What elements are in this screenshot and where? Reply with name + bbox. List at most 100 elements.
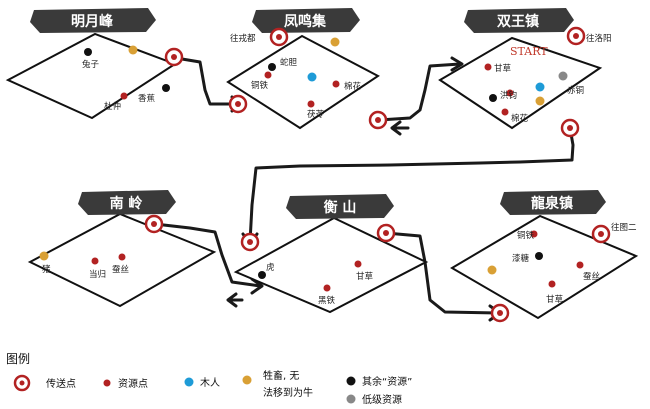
poi-label: 洪钧 (500, 90, 517, 101)
legend-label: 传送点 (46, 377, 76, 390)
poi-label: 黑铁 (318, 295, 336, 306)
route-arrow-3 (248, 126, 575, 244)
poi-label: 虎 (266, 262, 275, 273)
region-diamond (450, 214, 639, 320)
route-arrow-1 (174, 56, 242, 106)
legend-label-line1: 牲畜, 无 (263, 369, 299, 382)
region-diamond (5, 32, 178, 120)
teleport-icon[interactable] (164, 47, 184, 67)
poi-label: 棉花 (511, 113, 529, 124)
region-banner (286, 194, 394, 219)
poi-dot-resource[interactable] (530, 230, 538, 238)
region-longquanzhen[interactable]: 龍泉镇 往图二 铜铁 漆糖 蚕丝 甘草 (450, 190, 639, 323)
poi-label: 蚕丝 (112, 264, 130, 275)
region-name: 双王镇 (497, 13, 539, 30)
poi-label: 猪 (42, 264, 51, 275)
poi-label: 往戎都 (230, 33, 256, 44)
poi-label: 甘草 (494, 63, 512, 74)
region-mingyuefeng[interactable]: 明月峰 兔子 香蕉 杜仲 (5, 8, 184, 120)
poi-dot-resource[interactable] (548, 280, 556, 288)
poi-dot-resource[interactable] (118, 253, 126, 261)
route-arrowhead-4 (250, 277, 264, 295)
poi-dot-livestock[interactable] (128, 45, 138, 55)
teleport-icon[interactable] (566, 26, 586, 46)
legend-label: 木人 (200, 377, 220, 389)
poi-label: 往洛阳 (586, 33, 612, 44)
poi-label: 往图二 (611, 222, 637, 233)
region-hengshan[interactable]: 衡 山 虎 甘草 黑铁 (233, 194, 429, 314)
legend-item-livestock: 牲畜, 无 法移到为牛 (242, 369, 313, 399)
legend-label-line2: 法移到为牛 (263, 386, 313, 399)
poi-dot-livestock[interactable] (487, 265, 497, 275)
poi-dot-resource[interactable] (501, 108, 509, 116)
legend: 图例 传送点 资源点 木人 牲畜, 无 法移到为牛 其余“资源” 低级资源 (6, 352, 412, 406)
route-arrowhead-2 (450, 56, 464, 72)
poi-label: 香蕉 (138, 93, 156, 104)
legend-item-resource: 资源点 (103, 377, 148, 390)
legend-item-other: 其余“资源” (346, 375, 412, 388)
poi-dot-resource[interactable] (354, 260, 362, 268)
poi-label: 甘草 (546, 294, 564, 305)
teleport-icon[interactable] (591, 224, 611, 244)
poi-dot-other[interactable] (268, 63, 276, 71)
poi-dot-resource[interactable] (307, 100, 315, 108)
poi-dot-resource[interactable] (120, 92, 128, 100)
route-arrow-2 (378, 62, 462, 122)
legend-label: 其余“资源” (362, 375, 412, 388)
teleport-icon[interactable] (240, 232, 260, 252)
poi-dot-other[interactable] (535, 252, 543, 260)
route-arrow-4 (153, 222, 262, 288)
poi-dot-livestock[interactable] (535, 96, 545, 106)
region-name: 衡 山 (324, 199, 357, 216)
poi-dot-resource[interactable] (332, 80, 340, 88)
region-banner (252, 8, 360, 33)
livestock-dot-icon (242, 375, 252, 385)
poi-dot-other[interactable] (489, 94, 497, 102)
poi-dot-low[interactable] (558, 71, 568, 81)
legend-title: 图例 (6, 352, 30, 366)
poi-dot-resource[interactable] (506, 89, 514, 97)
region-nanling[interactable]: 南 岭 猪 当归 蚕丝 (27, 190, 217, 308)
region-banner (500, 190, 606, 215)
other-dot-icon (346, 376, 356, 386)
poi-dot-wood[interactable] (307, 72, 317, 82)
poi-dot-other[interactable] (162, 84, 170, 92)
poi-dot-wood[interactable] (535, 82, 545, 92)
teleport-icon[interactable] (144, 214, 164, 234)
teleport-icon[interactable] (560, 118, 580, 138)
teleport-icon-center (19, 380, 25, 386)
region-banner (464, 8, 574, 33)
teleport-icon[interactable] (269, 27, 289, 47)
legend-label: 低级资源 (362, 393, 402, 406)
teleport-icon[interactable] (228, 94, 248, 114)
teleport-icon[interactable] (368, 110, 388, 130)
region-fengmingji[interactable]: 凤鸣集 往戎都 蛇胆 铜铁 棉花 茯苓 (226, 8, 388, 130)
teleport-icon[interactable] (490, 303, 510, 323)
region-name: 凤鸣集 (284, 13, 327, 30)
resource-dot-icon (103, 379, 111, 387)
region-banner (78, 190, 176, 215)
poi-label: 当归 (89, 269, 106, 280)
poi-dot-livestock[interactable] (39, 251, 49, 261)
region-shuangwangzhen[interactable]: 双王镇 START 往洛阳 甘草 洪钧 赤铜 棉花 (438, 8, 612, 138)
poi-dot-livestock[interactable] (330, 37, 340, 47)
start-label: START (510, 45, 548, 58)
poi-dot-resource[interactable] (576, 261, 584, 269)
poi-dot-resource[interactable] (484, 63, 492, 71)
poi-dot-resource[interactable] (323, 284, 331, 292)
poi-dot-resource[interactable] (264, 71, 272, 79)
poi-label: 铜铁 (517, 230, 535, 241)
poi-label: 蛇胆 (280, 57, 298, 68)
legend-label: 资源点 (118, 377, 148, 390)
teleport-icon[interactable] (376, 223, 396, 243)
region-name: 明月峰 (71, 13, 114, 30)
poi-dot-other[interactable] (258, 271, 266, 279)
poi-label: 赤铜 (567, 85, 584, 96)
poi-label: 漆糖 (512, 253, 530, 264)
legend-item-wood: 木人 (184, 377, 220, 389)
poi-dot-other[interactable] (84, 48, 92, 56)
legend-item-teleport: 传送点 (13, 374, 76, 392)
poi-dot-resource[interactable] (91, 257, 99, 265)
region-banner (30, 8, 156, 33)
